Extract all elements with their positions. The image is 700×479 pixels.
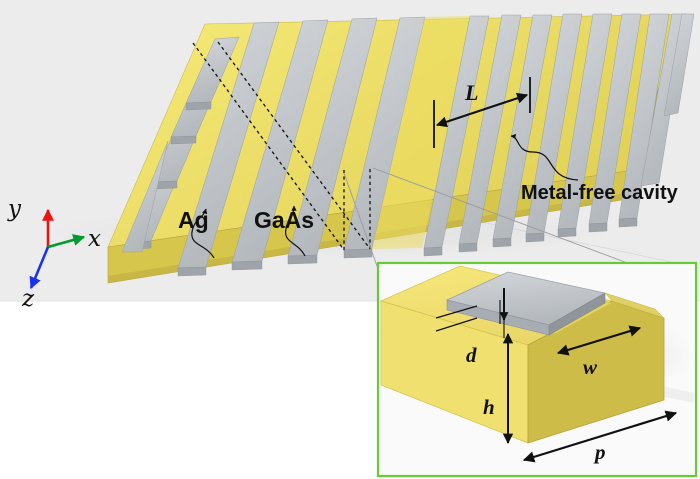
- unit-cell-dashed-marker: [192, 41, 371, 251]
- ag-stripe: [618, 13, 670, 228]
- ag-stripe: [231, 19, 329, 271]
- ag-stripe: [458, 14, 522, 253]
- gaas-leader: [285, 205, 306, 257]
- dimension-w: [556, 325, 642, 356]
- ag-stripe: [525, 13, 583, 243]
- ag-stripe: [663, 13, 695, 117]
- ag-stripe: [121, 140, 169, 253]
- ag-stripe: [588, 13, 642, 233]
- inset-ag-stripe: [445, 271, 606, 336]
- axis-z-arrow: [29, 246, 50, 290]
- metal-free-cavity-leader: [510, 133, 579, 181]
- metal-free-cavity-region: [372, 16, 470, 249]
- ag-stripe: [557, 13, 613, 238]
- cavity-length-dimension: [433, 77, 531, 148]
- axis-triad: [29, 208, 86, 290]
- ag-stripe: [287, 17, 378, 265]
- ag-stripe: [423, 15, 490, 257]
- inset-leader-lines: [343, 167, 666, 284]
- ag-leader: [191, 208, 215, 259]
- main-grating-slab: [107, 13, 695, 284]
- ag-stripe-group-left: [121, 16, 426, 277]
- ag-stripe: [177, 21, 280, 277]
- inset-gaas-wall: [604, 292, 665, 319]
- inset-panel: [376, 261, 698, 478]
- axis-x-arrow: [47, 234, 86, 249]
- dimension-p: [522, 410, 678, 463]
- ag-stripe-group-right: [423, 13, 695, 257]
